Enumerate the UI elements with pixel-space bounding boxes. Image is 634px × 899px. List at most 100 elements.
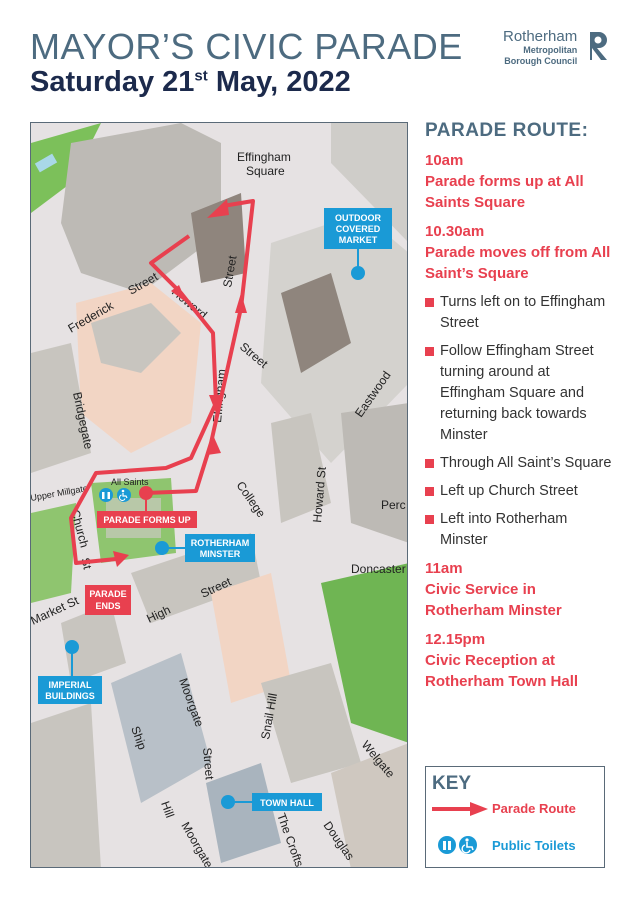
event-date: Saturday 21st May, 2022 bbox=[30, 66, 351, 99]
accessible-toilet-icon bbox=[117, 488, 131, 502]
time-label: 10.30am bbox=[425, 223, 485, 240]
park bbox=[321, 563, 407, 743]
bullet-icon bbox=[425, 459, 434, 468]
callout-imperial-buildings: IMPERIAL BUILDINGS bbox=[38, 640, 102, 704]
logo-r-icon bbox=[590, 32, 607, 60]
label-percy: Perc bbox=[381, 498, 406, 512]
label-howard-st: Howard St bbox=[310, 466, 329, 524]
market-marker bbox=[351, 266, 365, 280]
building-block bbox=[261, 663, 361, 783]
key-parade-route: Parade Route bbox=[492, 801, 576, 816]
label-street: Street bbox=[220, 254, 239, 289]
route-description: PARADE ROUTE: 10am Parade forms up at Al… bbox=[425, 120, 615, 700]
callout-text: COVERED bbox=[336, 224, 381, 234]
parade-route bbox=[69, 199, 255, 565]
building-block bbox=[31, 343, 91, 473]
route-arrow bbox=[209, 395, 223, 413]
step-text: Follow Effingham Street turning around a… bbox=[440, 343, 594, 443]
building-block bbox=[331, 743, 407, 867]
route-arrow bbox=[171, 285, 187, 303]
label-doncaster: Doncaster bbox=[351, 562, 406, 576]
route-arrow-icon bbox=[432, 802, 488, 816]
time-block-10am: 10am Parade forms up at All Saints Squar… bbox=[425, 150, 615, 213]
callout-text: BUILDINGS bbox=[45, 691, 95, 701]
building-block bbox=[31, 703, 101, 867]
route-step: Through All Saint’s Square bbox=[425, 453, 615, 474]
key-title: KEY bbox=[432, 773, 472, 794]
bullet-icon bbox=[425, 347, 434, 356]
key-public-toilets: Public Toilets bbox=[492, 838, 576, 853]
callout-text: ENDS bbox=[95, 601, 120, 611]
callout-box bbox=[185, 534, 255, 562]
callout-box bbox=[324, 208, 392, 249]
label-effingham-square: Effingham bbox=[237, 150, 291, 164]
route-step: Turns left on to Effingham Street bbox=[425, 292, 615, 334]
logo-line-3: Borough Council bbox=[504, 56, 578, 66]
time-text: Civic Service in Rotherham Minster bbox=[425, 581, 562, 619]
logo-line-2: Metropolitan bbox=[523, 45, 578, 55]
step-text: Turns left on to Effingham Street bbox=[440, 294, 606, 331]
route-heading: PARADE ROUTE: bbox=[425, 120, 589, 141]
logo-line-1: Rotherham bbox=[503, 28, 578, 45]
callout-box bbox=[252, 793, 322, 811]
building-block bbox=[281, 273, 351, 373]
label-street: Street bbox=[200, 747, 217, 781]
label-college: College bbox=[234, 479, 269, 521]
route-segment-return bbox=[69, 234, 218, 565]
step-text: Through All Saint’s Square bbox=[440, 455, 612, 471]
building-block bbox=[61, 123, 221, 293]
callout-text: OUTDOOR bbox=[335, 213, 381, 223]
time-label: 12.15pm bbox=[425, 631, 486, 648]
time-block-1215pm: 12.15pm Civic Reception at Rotherham Tow… bbox=[425, 629, 615, 692]
callout-box bbox=[97, 511, 197, 528]
page-title: MAYOR’S CIVIC PARADE bbox=[30, 26, 463, 67]
label-square: Square bbox=[246, 164, 285, 178]
date-rest: May, 2022 bbox=[207, 66, 351, 98]
map-drawing: Effingham Square Frederick Street Howard… bbox=[31, 123, 407, 869]
time-block-1030am: 10.30am Parade moves off from All Saint’… bbox=[425, 221, 615, 284]
callout-text: MARKET bbox=[339, 235, 378, 245]
callout-parade-ends: PARADE ENDS bbox=[85, 585, 131, 615]
time-label: 11am bbox=[425, 560, 463, 577]
building-block bbox=[111, 653, 211, 803]
label-hill: Hill bbox=[158, 799, 177, 819]
callout-rotherham-minster: ROTHERHAM MINSTER bbox=[155, 534, 255, 562]
time-text: Parade forms up at All Saints Square bbox=[425, 173, 584, 211]
building-block bbox=[91, 303, 181, 373]
bullet-icon bbox=[425, 515, 434, 524]
callout-text: PARADE bbox=[89, 589, 126, 599]
town-hall-building bbox=[206, 763, 281, 863]
toilets-icon bbox=[99, 488, 113, 502]
route-step: Left up Church Street bbox=[425, 481, 615, 502]
label-moorgate-2: Moorgate bbox=[178, 820, 216, 869]
route-arrow bbox=[207, 435, 221, 455]
time-text: Parade moves off from All Saint’s Square bbox=[425, 244, 611, 282]
route-segment-outbound bbox=[145, 199, 255, 495]
river bbox=[34, 153, 58, 173]
callout-text: TOWN HALL bbox=[260, 798, 314, 808]
route-step: Follow Effingham Street turning around a… bbox=[425, 341, 615, 446]
callout-text: ROTHERHAM bbox=[191, 538, 250, 548]
council-logo: Rotherham Metropolitan Borough Council bbox=[503, 28, 577, 67]
route-arrow bbox=[207, 199, 229, 218]
route-map: Effingham Square Frederick Street Howard… bbox=[30, 122, 408, 868]
bullet-icon bbox=[425, 298, 434, 307]
building-block bbox=[271, 413, 331, 523]
green-space bbox=[31, 503, 76, 603]
building-block bbox=[341, 403, 407, 543]
time-label: 10am bbox=[425, 152, 464, 169]
callout-parade-forms-up: PARADE FORMS UP bbox=[97, 511, 197, 528]
callout-text: IMPERIAL bbox=[48, 680, 92, 690]
route-arrow bbox=[113, 551, 129, 567]
route-step: Left into Rotherham Minster bbox=[425, 509, 615, 551]
date-day: Saturday 21 bbox=[30, 66, 195, 98]
toilets-icon bbox=[438, 836, 477, 854]
callout-box bbox=[85, 585, 131, 615]
imperial-buildings bbox=[61, 603, 126, 683]
building-block bbox=[191, 193, 246, 283]
map-key: KEY Parade Route Public Toilets bbox=[425, 766, 605, 868]
step-text: Left into Rotherham Minster bbox=[440, 511, 568, 548]
time-text: Civic Reception at Rotherham Town Hall bbox=[425, 652, 579, 690]
label-all-saints: All Saints bbox=[111, 477, 149, 487]
